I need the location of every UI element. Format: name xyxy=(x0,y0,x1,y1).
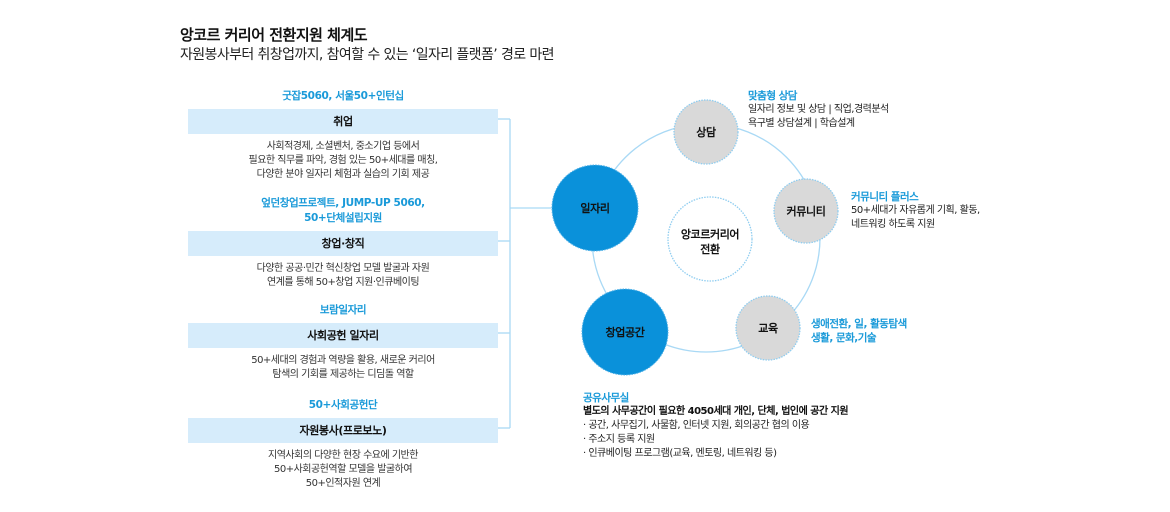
page-subtitle: 자원봉사부터 취창업까지, 참여할 수 있는 ‘일자리 플랫폼’ 경로 마련 xyxy=(180,47,555,63)
section-label-box[interactable]: 취업 xyxy=(188,109,498,134)
callout-line: 생애전환, 일, 활동탐색 xyxy=(811,318,907,330)
node-counsel[interactable] xyxy=(673,99,739,165)
callout-counsel: 맞춤형 상담 일자리 정보 및 상담 | 직업,경력분석 욕구별 상담설계 | … xyxy=(748,89,889,131)
node-community-label: 커뮤니티 xyxy=(787,204,826,218)
desc-line: 50+사회공헌역할 모델을 발굴하여 xyxy=(273,464,413,475)
section-volunteer: 50+사회공헌단 자원봉사(프로보노) 지역사회의 다양한 현장 수요에 기반한… xyxy=(188,398,498,491)
desc-line: 탐색의 기회를 제공하는 디딤돌 역할 xyxy=(272,369,414,380)
callout-education: 생애전환, 일, 활동탐색 생활, 문화,기술 xyxy=(811,317,907,345)
desc-line: 다양한 분야 일자리 체험과 실습의 기회 제공 xyxy=(256,169,430,180)
desc-line: 필요한 직무를 파악, 경험 있는 50+세대를 매칭, xyxy=(248,155,438,166)
node-education-label: 교육 xyxy=(758,322,778,335)
callout-line: 욕구별 상담설계 | 학습설계 xyxy=(748,118,855,129)
callout-line: 일자리 정보 및 상담 | 직업,경력분석 xyxy=(748,104,889,115)
section-social-contribution: 보람일자리 사회공헌 일자리 50+세대의 경험과 역량을 활용, 새로운 커리… xyxy=(188,303,498,382)
desc-line: 연계를 통해 50+창업 지원·인큐베이팅 xyxy=(266,277,420,288)
program-line: 엎던창업프로젝트, JUMP-UP 5060, xyxy=(261,197,425,209)
center-label-line1: 앙코르커리어 xyxy=(681,227,739,241)
callout-shared-office: 공유사무실 별도의 사무공간이 필요한 4050세대 개인, 단체, 법인에 공… xyxy=(583,391,849,461)
node-counsel-label: 상담 xyxy=(696,125,716,139)
section-program: 50+사회공헌단 xyxy=(188,398,498,413)
section-label-box[interactable]: 자원봉사(프로보노) xyxy=(188,418,498,443)
section-description: 50+세대의 경험과 역량을 활용, 새로운 커리어 탐색의 기회를 제공하는 … xyxy=(188,354,498,382)
section-startup: 엎던창업프로젝트, JUMP-UP 5060, 50+단체설립지원 창업·창직 … xyxy=(188,196,498,290)
node-jobs-label: 일자리 xyxy=(580,201,609,215)
section-description: 사회적경제, 소셜벤처, 중소기업 등에서 필요한 직무를 파악, 경험 있는 … xyxy=(188,140,498,182)
callout-headline: 별도의 사무공간이 필요한 4050세대 개인, 단체, 법인에 공간 지원 xyxy=(583,406,849,417)
callout-title: 커뮤니티 플러스 xyxy=(851,191,919,203)
callout-line: 생활, 문화,기술 xyxy=(811,332,877,344)
center-label-line2: 전환 xyxy=(700,242,720,256)
node-startup-space[interactable] xyxy=(581,288,669,376)
section-description: 다양한 공공·민간 혁신창업 모델 발굴과 자원 연계를 통해 50+창업 지원… xyxy=(188,262,498,290)
callout-bullet: · 공간, 사무집기, 사물함, 인터넷 지원, 회의공간 협의 이용 xyxy=(583,420,810,431)
desc-line: 50+세대의 경험과 역량을 활용, 새로운 커리어 xyxy=(251,355,435,366)
section-description: 지역사회의 다양한 현장 수요에 기반한 50+사회공헌역할 모델을 발굴하여 … xyxy=(188,449,498,491)
desc-line: 사회적경제, 소셜벤처, 중소기업 등에서 xyxy=(266,141,420,152)
callout-bullet: · 주소지 등록 지원 xyxy=(583,434,655,445)
section-program: 엎던창업프로젝트, JUMP-UP 5060, 50+단체설립지원 xyxy=(188,196,498,226)
section-employment: 굿잡5060, 서울50+인턴십 취업 사회적경제, 소셜벤처, 중소기업 등에… xyxy=(188,89,498,182)
program-line: 굿잡5060, 서울50+인턴십 xyxy=(282,90,404,102)
center-circle xyxy=(667,196,753,282)
callout-bullet: · 인큐베이팅 프로그램(교육, 멘토링, 네트워킹 등) xyxy=(583,448,777,459)
callout-line: 50+세대가 자유롭게 기획, 활동, xyxy=(851,205,980,216)
program-line: 50+사회공헌단 xyxy=(308,399,378,411)
program-line: 50+단체설립지원 xyxy=(304,212,382,224)
callout-line: 네트워킹 하도록 지원 xyxy=(851,219,935,230)
node-education[interactable] xyxy=(735,295,801,361)
desc-line: 다양한 공공·민간 혁신창업 모델 발굴과 자원 xyxy=(256,263,430,274)
section-label-box[interactable]: 창업·창직 xyxy=(188,231,498,256)
node-startup-space-label: 창업공간 xyxy=(606,325,645,339)
node-jobs[interactable] xyxy=(551,164,639,252)
desc-line: 지역사회의 다양한 현장 수요에 기반한 xyxy=(268,450,418,461)
callout-community: 커뮤니티 플러스 50+세대가 자유롭게 기획, 활동, 네트워킹 하도록 지원 xyxy=(851,190,980,232)
callout-title: 공유사무실 xyxy=(583,392,629,404)
page-title: 앙코르 커리어 전환지원 체계도 xyxy=(180,26,368,44)
node-community[interactable] xyxy=(773,178,839,244)
program-line: 보람일자리 xyxy=(319,304,367,316)
bracket-connector xyxy=(498,118,552,429)
section-label-box[interactable]: 사회공헌 일자리 xyxy=(188,323,498,348)
desc-line: 50+인적자원 연계 xyxy=(305,478,381,489)
section-program: 굿잡5060, 서울50+인턴십 xyxy=(188,89,498,104)
section-program: 보람일자리 xyxy=(188,303,498,318)
callout-title: 맞춤형 상담 xyxy=(748,90,797,102)
